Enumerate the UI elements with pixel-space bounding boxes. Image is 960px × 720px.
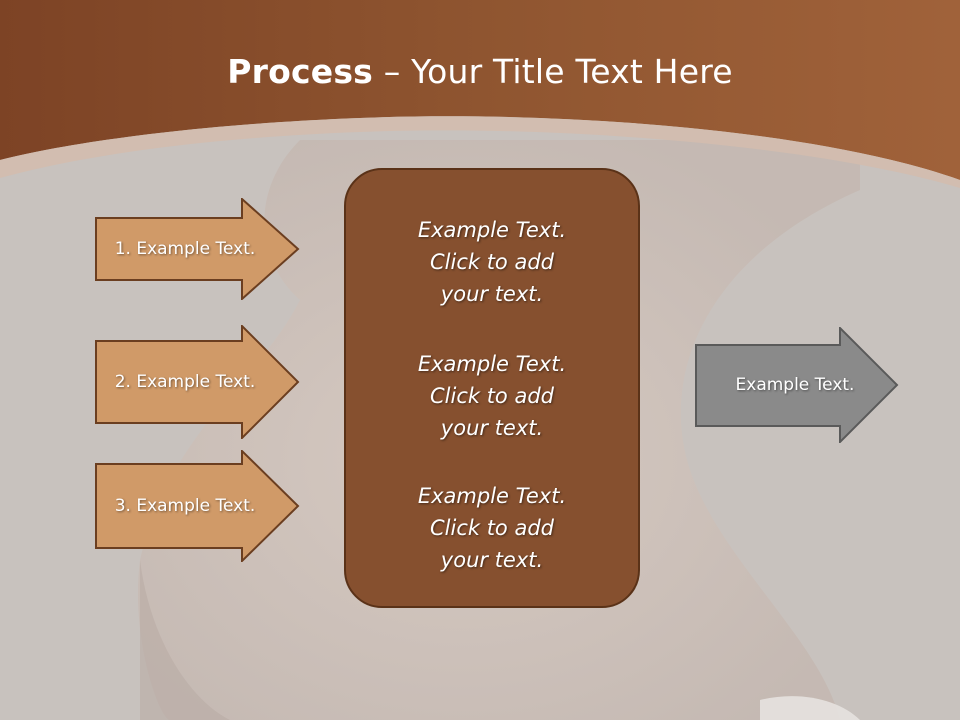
arrow-right-icon [95,323,300,441]
right-arrow-label: Example Text. [735,375,855,395]
title-rest: – Your Title Text Here [373,52,733,91]
left-arrow-3[interactable]: 3. Example Text. [95,448,300,564]
arrow-right-icon [95,448,300,564]
slide-title: Process – Your Title Text Here [0,52,960,91]
left-arrow-1-label: 1. Example Text. [114,239,256,259]
arrow-right-icon [95,196,300,302]
left-arrow-3-label: 3. Example Text. [114,496,256,516]
paragraph-line: Click to add [429,384,554,408]
paragraph-line: Example Text. [417,218,567,242]
paragraph-line: Click to add [429,516,554,540]
center-paragraph-3: Example Text. Click to add your text. [346,480,638,576]
paragraph-line: Example Text. [417,352,567,376]
center-paragraph-1: Example Text. Click to add your text. [346,214,638,310]
left-arrow-2-label: 2. Example Text. [114,372,256,392]
center-paragraph-2: Example Text. Click to add your text. [346,348,638,444]
paragraph-line: your text. [440,416,544,440]
left-arrow-2[interactable]: 2. Example Text. [95,323,300,441]
title-bold: Process [227,52,374,91]
left-arrow-1[interactable]: 1. Example Text. [95,196,300,302]
paragraph-line: your text. [440,548,544,572]
paragraph-line: your text. [440,282,544,306]
paragraph-line: Click to add [429,250,554,274]
arrow-right-icon [695,325,899,445]
center-text-box[interactable]: Example Text. Click to add your text. Ex… [344,168,640,608]
paragraph-line: Example Text. [417,484,567,508]
right-arrow[interactable]: Example Text. [695,325,900,445]
